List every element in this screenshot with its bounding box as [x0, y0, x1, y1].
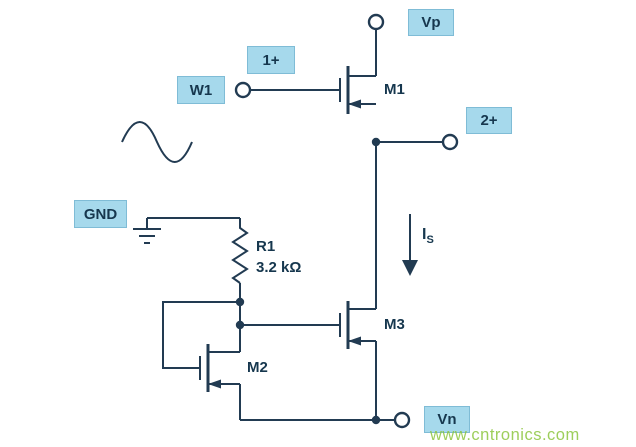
- resistor-r1: [231, 218, 249, 284]
- current-is-label: IS: [422, 226, 434, 246]
- watermark-text: www.cntronics.com: [430, 426, 580, 444]
- ch2-terminal: [441, 133, 459, 151]
- mosfet-m3: [339, 301, 376, 349]
- junction-dots: [235, 137, 381, 425]
- ch1-label-tag: 1+: [247, 46, 295, 74]
- w1-label-tag: W1: [177, 76, 225, 104]
- mosfet-m2: [199, 344, 240, 392]
- current-arrow: [402, 214, 418, 276]
- terminals: [234, 13, 459, 429]
- ch2-label-tag: 2+: [466, 107, 512, 134]
- current-subscript: S: [426, 234, 434, 247]
- w1-terminal: [234, 81, 252, 99]
- m2-label: M2: [247, 359, 268, 376]
- r1-value-label: 3.2 kΩ: [256, 259, 302, 276]
- r1-name-label: R1: [256, 238, 276, 255]
- mosfet-m1: [339, 66, 376, 114]
- ground-symbol: [133, 218, 161, 244]
- vn-terminal: [393, 411, 411, 429]
- current-symbol: I: [422, 226, 427, 243]
- sine-wave-icon: [121, 121, 193, 163]
- vp-terminal: [367, 13, 385, 31]
- vp-label-tag: Vp: [408, 9, 454, 36]
- m1-label: M1: [384, 81, 405, 98]
- vn-label-tag: Vn: [424, 406, 470, 433]
- m3-label: M3: [384, 316, 405, 333]
- wires: [147, 29, 443, 421]
- gnd-label-tag: GND: [74, 200, 127, 228]
